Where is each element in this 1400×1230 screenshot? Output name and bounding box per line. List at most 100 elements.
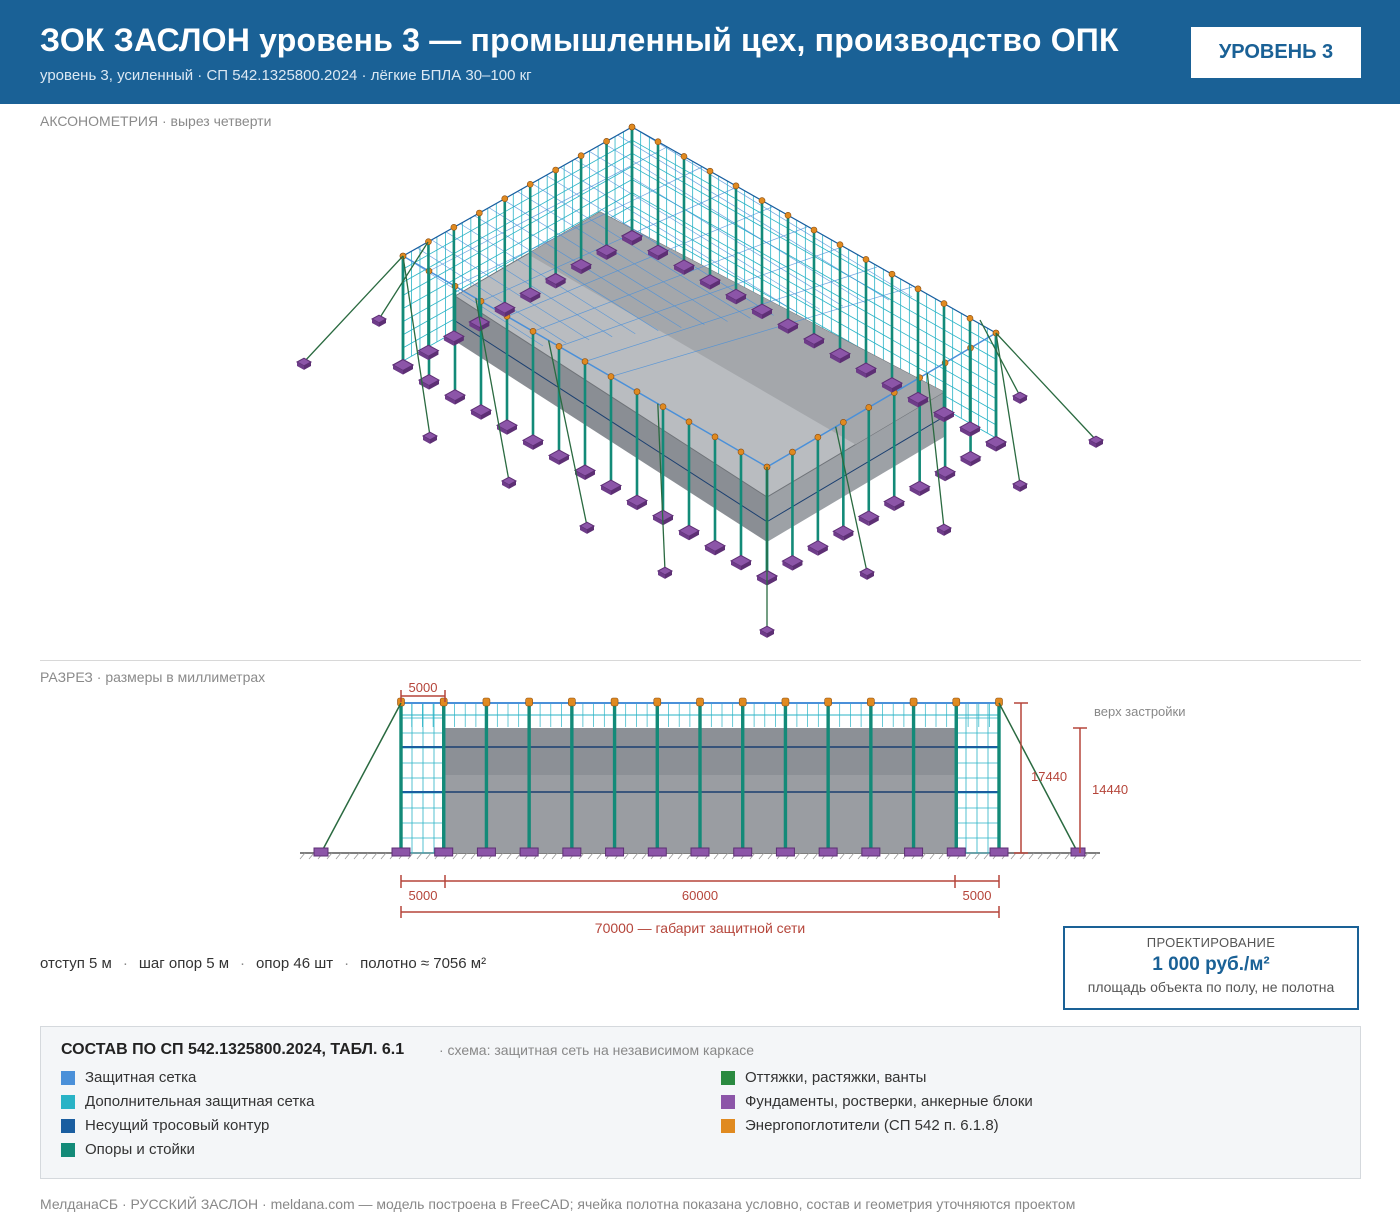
guy-wire: [320, 702, 402, 854]
energy-absorber: [525, 697, 533, 707]
energy-absorber: [696, 697, 704, 707]
energy-absorber: [862, 256, 870, 263]
energy-absorber: [966, 314, 974, 322]
foundation-block: [946, 847, 966, 857]
axonometry-note: · вырез четверти: [161, 113, 272, 129]
energy-absorber: [824, 697, 832, 707]
energy-absorber: [836, 241, 844, 249]
section-label: РАЗРЕЗ · размеры в миллиметрах: [40, 669, 265, 685]
foundation-block: [313, 847, 329, 857]
energy-absorber: [555, 343, 563, 350]
stat-supports: опор 46 шт: [256, 955, 334, 972]
dim-right: 5000: [963, 888, 992, 903]
legend-swatch: [61, 1070, 75, 1085]
guy-wire: [547, 340, 588, 527]
legend-item: Несущий тросовый контур: [61, 1117, 269, 1134]
legend-item: Фундаменты, ростверки, анкерные блоки: [721, 1093, 1033, 1110]
energy-absorber: [654, 138, 662, 146]
dim-net-height-value: 17440: [1031, 769, 1067, 784]
legend-scheme: · схема: защитная сеть на независимом ка…: [439, 1042, 755, 1058]
legend-swatch: [61, 1094, 75, 1109]
stat-offset: отступ 5 м: [40, 955, 112, 972]
foundation-block: [647, 847, 667, 857]
energy-absorber: [603, 138, 610, 145]
axonometry-label: АКСОНОМЕТРИЯ · вырез четверти: [40, 113, 271, 129]
section-posts: [313, 697, 1086, 857]
foundation-block: [434, 847, 454, 857]
guy-wire: [475, 298, 510, 482]
energy-absorber: [526, 181, 534, 188]
axonometry-title: АКСОНОМЕТРИЯ: [40, 113, 159, 129]
axonometric-view: [295, 123, 1105, 638]
page-title: ЗОК ЗАСЛОН уровень 3 — промышленный цех,…: [40, 22, 1119, 58]
energy-absorber: [867, 697, 875, 707]
foundation-block: [605, 847, 625, 857]
design-price-box: ПРОЕКТИРОВАНИЕ 1 000 руб./м² площадь объ…: [1063, 926, 1359, 1010]
design-price: 1 000 руб./м²: [1152, 954, 1270, 975]
energy-absorber: [952, 697, 961, 707]
legend-swatch: [721, 1070, 735, 1085]
dim-mid: 60000: [682, 888, 718, 903]
energy-absorber: [814, 433, 822, 441]
dim-building-height-value: 14440: [1092, 782, 1128, 797]
energy-absorber: [789, 448, 796, 456]
dim-total: 70000 — габарит защитной сети: [595, 920, 805, 936]
energy-absorber: [577, 152, 585, 159]
legend-item: Опоры и стойки: [61, 1141, 195, 1158]
building-roof-slope: [527, 212, 944, 445]
stat-step: шаг опор 5 м: [138, 955, 230, 972]
energy-absorber: [476, 209, 483, 217]
legend-title: СОСТАВ ПО СП 542.1325800.2024, ТАБЛ. 6.1: [61, 1041, 405, 1058]
legend-item: Дополнительная защитная сетка: [61, 1093, 314, 1110]
legend-box: СОСТАВ ПО СП 542.1325800.2024, ТАБЛ. 6.1…: [40, 1026, 1361, 1179]
foundation-block: [690, 847, 710, 857]
legend-item: Оттяжки, растяжки, ванты: [721, 1069, 926, 1086]
building-wall-right: [767, 392, 944, 542]
foundation-block: [391, 847, 411, 857]
axon-supports: [295, 123, 1105, 638]
energy-absorber: [940, 300, 948, 307]
dim-left: 5000: [409, 888, 438, 903]
section-note: · размеры в миллиметрах: [96, 669, 266, 685]
foundation-block: [1070, 847, 1086, 857]
dim-top-offset: 5000: [409, 680, 438, 695]
energy-absorber: [610, 697, 619, 707]
legend-swatch: [721, 1094, 735, 1109]
legend-swatch: [721, 1118, 735, 1133]
energy-absorber: [737, 448, 745, 456]
section-divider: [40, 660, 1361, 661]
foundation-block: [519, 847, 539, 857]
energy-absorber: [784, 211, 792, 219]
energy-absorber: [706, 167, 714, 175]
energy-absorber: [781, 697, 790, 707]
energy-absorber: [909, 697, 918, 707]
foundation-block: [562, 847, 582, 857]
energy-absorber: [738, 697, 747, 707]
energy-absorber: [439, 697, 448, 707]
energy-absorber: [914, 285, 922, 293]
guy-wire: [979, 319, 1021, 397]
foundation-block: [476, 847, 496, 857]
legend-item: Защитная сетка: [61, 1069, 196, 1086]
stats-line: отступ 5 м·шаг опор 5 м·опор 46 шт·полот…: [40, 955, 487, 972]
footer-note: МелданаСБ · РУССКИЙ ЗАСЛОН · meldana.com…: [40, 1196, 1076, 1212]
legend-item: Энергопоглотители (СП 542 п. 6.1.8): [721, 1117, 999, 1134]
energy-absorber: [633, 388, 641, 395]
energy-absorber: [450, 224, 458, 231]
foundation-block: [775, 847, 795, 857]
guy-wire: [303, 255, 404, 363]
design-note: площадь объекта по полу, не полотна: [1087, 979, 1335, 995]
energy-absorber: [628, 123, 636, 131]
guy-wire: [402, 255, 431, 437]
legend-swatch: [61, 1142, 75, 1157]
energy-absorber: [607, 373, 615, 380]
foundation-block: [861, 847, 881, 857]
energy-absorber: [581, 358, 589, 365]
energy-absorber: [482, 697, 491, 707]
guy-wire: [657, 403, 666, 572]
legend-swatch: [61, 1118, 75, 1133]
section-view: 5000 17440 14440 верх застройки 5000 600…: [299, 680, 1186, 936]
section-title: РАЗРЕЗ: [40, 669, 93, 685]
guy-wire: [995, 332, 1097, 441]
energy-absorber: [758, 197, 766, 204]
